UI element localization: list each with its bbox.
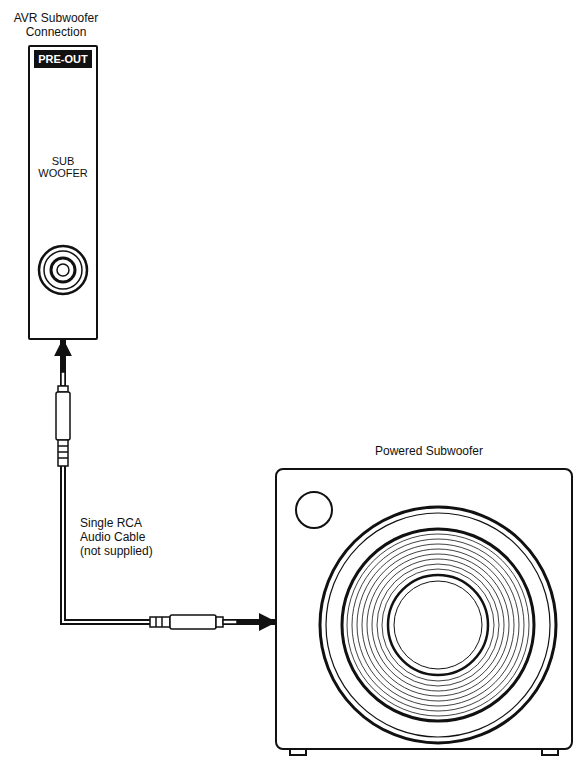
rca-cable — [63, 340, 275, 622]
rca-plug — [56, 372, 70, 466]
rca-jack — [39, 246, 87, 294]
woofer-driver — [320, 507, 556, 743]
bass-port — [296, 492, 332, 528]
heading: AVR Subwoofer Connection — [8, 11, 104, 39]
cable-label: Single RCA Audio Cable (not supplied) — [80, 516, 164, 558]
subwoofer-cabinet: Powered Subwoofer — [275, 468, 573, 750]
avr-panel: AVR Subwoofer ConnectionPRE-OUTSUB WOOFE… — [28, 45, 98, 340]
header-band: PRE-OUT — [34, 50, 92, 68]
rca-plug — [150, 615, 237, 629]
cabinet-feet — [290, 750, 558, 755]
heading: Powered Subwoofer — [369, 444, 489, 458]
jack-label: SUB WOOFER — [38, 155, 88, 179]
